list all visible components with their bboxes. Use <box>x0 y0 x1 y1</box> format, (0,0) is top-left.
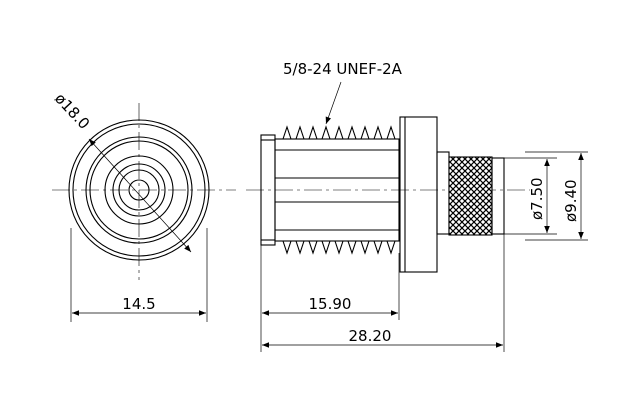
thread-teeth-bottom <box>282 240 396 255</box>
front-outer-circle <box>68 119 210 261</box>
thread-spec-label: 5/8-24 UNEF-2A <box>283 60 403 78</box>
thread-body <box>274 138 400 242</box>
thread-spec-leader <box>325 81 342 125</box>
outer-diameter-label: ø9.40 <box>562 179 580 222</box>
thread-teeth-top <box>282 125 396 140</box>
face-diameter-label: ø18.0 <box>51 89 93 132</box>
knurled-nut <box>448 156 493 236</box>
rear-shaft <box>436 151 450 235</box>
thread-length-label: 15.90 <box>309 295 352 313</box>
front-ring-2 <box>72 123 206 257</box>
face-diameter-leader <box>88 138 192 253</box>
inner-diameter-label: ø7.50 <box>528 177 546 220</box>
side-view: 5/8-24 UNEF-2A ø7.50 ø9.40 15.90 28.20 <box>246 60 588 352</box>
front-view: ø18.0 14.5 <box>51 89 236 322</box>
face-width-label: 14.5 <box>122 295 155 313</box>
rear-tail <box>491 157 505 235</box>
overall-length-label: 28.20 <box>349 327 392 345</box>
